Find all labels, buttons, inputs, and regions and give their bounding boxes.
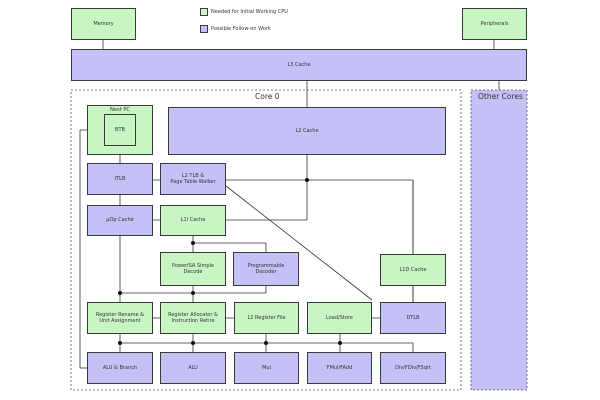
legend-needed-swatch [200,8,208,16]
l2-tlb-box: L2 TLB & Page Table Walker [160,163,226,195]
l1d-cache-box: L1D Cache [380,254,446,286]
powerisa-decode-box: PowerISA Simple Decode [160,252,226,286]
memory-box: Memory [71,8,136,40]
legend-possible-swatch [200,25,208,33]
l2-cache-box: L2 Cache [168,107,446,155]
peripherals-box: Peripherals [462,8,527,40]
l2-register-file-box: L2 Register File [234,302,299,334]
alu-box: ALU [160,352,226,384]
btb-box: BTB [104,114,136,146]
l3-cache-box: L3 Cache [71,49,527,81]
other-cores-label: Other Cores [478,92,523,101]
fmul-fadd-box: FMul/FAdd [307,352,372,384]
load-store-box: Load/Store [307,302,372,334]
itlb-box: ITLB [87,163,153,195]
next-pc-label: Next PC [110,107,130,113]
alu-branch-box: ALU & Branch [87,352,153,384]
legend-needed-label: Needed for Initial Working CPU [211,9,288,15]
uop-cache-box: µOp Cache [87,205,153,236]
dtlb-box: DTLB [380,302,446,334]
core-title: Core 0 [255,92,280,101]
register-rename-box: Register Rename & Unit Assignment [87,302,153,334]
div-fdiv-fsqrt-box: Div/FDiv/FSqrt [380,352,446,384]
mul-box: Mul [234,352,299,384]
legend-possible-label: Possible Follow-on Work [211,26,271,32]
programmable-decoder-box: Programmable Decoder [233,252,299,286]
register-allocator-box: Register Allocator & Instruction Retire [160,302,226,334]
l1i-cache-box: L1I Cache [160,205,226,236]
